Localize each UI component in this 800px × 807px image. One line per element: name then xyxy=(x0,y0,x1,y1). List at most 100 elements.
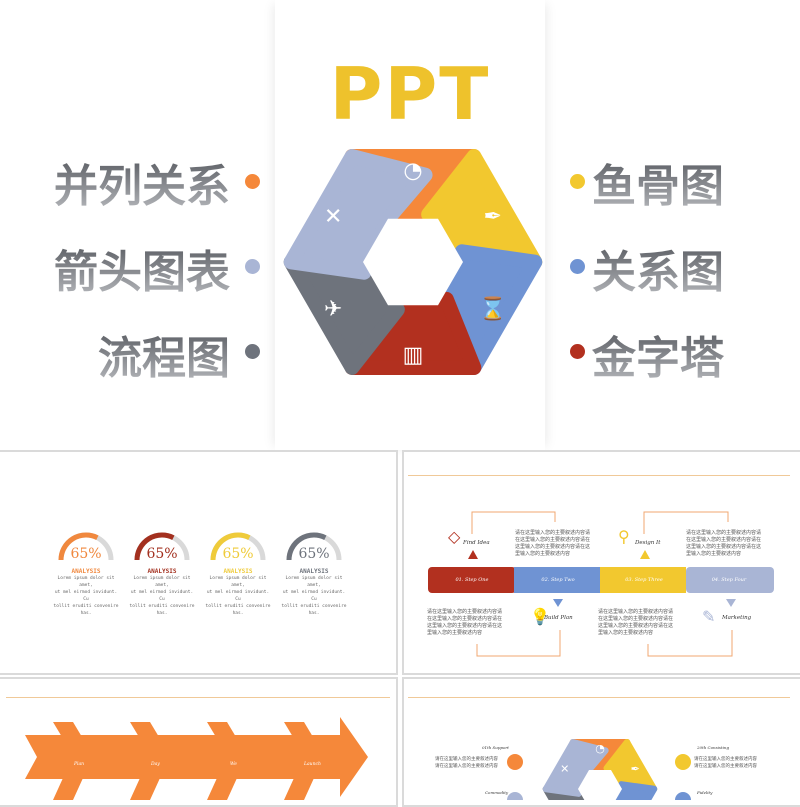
connector-line xyxy=(476,630,561,657)
step-segment xyxy=(428,567,516,593)
gauge-text-line: tollit eruditi convenire has. xyxy=(53,604,119,616)
milestone-title: Find Idea xyxy=(463,540,490,546)
speedometer-icon: ◔ xyxy=(403,159,422,184)
milestone-title: Build Plan xyxy=(544,615,573,621)
label-fishbone: 鱼骨图 xyxy=(592,150,724,214)
fishbone-label: We xyxy=(230,762,237,767)
dot-gray xyxy=(245,344,260,359)
gauge-title: ANALYSIS xyxy=(71,568,101,575)
marker-up xyxy=(640,550,650,559)
gauge-text-line: tollit eruditi convenire has. xyxy=(205,604,271,616)
relation-dot xyxy=(675,754,691,770)
fishbone-diagram xyxy=(25,717,368,800)
fishbone-bone-bottom xyxy=(130,767,165,800)
description-text: 请在这里输入您的主要叙述内容请在这里输入您的主要叙述内容请在这里输入您的主要叙述… xyxy=(515,530,591,557)
step-label: 04. Step Four xyxy=(711,577,747,583)
step-segment xyxy=(600,567,686,593)
pen-nib-icon: ✒ xyxy=(484,205,502,230)
map-icon: ▥ xyxy=(403,343,424,368)
pen-nib-icon: ✒ xyxy=(631,763,640,776)
description-text: 请在这里输入您的主要叙述内容请在这里输入您的主要叙述内容请在这里输入您的主要叙述… xyxy=(427,609,503,636)
dot-orange xyxy=(245,174,260,189)
tools-icon: ✕ xyxy=(324,205,342,230)
relation-text: 请在这里输入您的主要叙述内容 xyxy=(694,757,757,762)
gauge-text-line: Lorem ipsum dolor sit amet, xyxy=(133,576,191,588)
cover-title: PPT xyxy=(329,52,491,136)
fishbone-bone-top xyxy=(284,722,319,747)
label-flowchart: 流程图 xyxy=(98,322,230,386)
connector-line xyxy=(643,511,729,534)
dot-lavender xyxy=(245,259,260,274)
process-diagram: ◇ 💡 ⚲ ✎ xyxy=(428,511,774,657)
description-text: 请在这里输入您的主要叙述内容请在这里输入您的主要叙述内容请在这里输入您的主要叙述… xyxy=(598,609,674,636)
gauge-group xyxy=(58,532,342,561)
marker-up xyxy=(468,550,478,559)
pencil-icon: ✎ xyxy=(702,607,715,626)
label-parallel: 并列关系 xyxy=(54,150,230,214)
gauge-text-line: ut mel eirmod invidunt. Cu xyxy=(130,590,194,602)
relation-item-title: 20th Consisting xyxy=(697,745,729,750)
process-slide xyxy=(402,450,800,675)
gauge-value: 65% xyxy=(222,546,254,562)
hexagon-center xyxy=(363,218,463,306)
tools-icon: ✕ xyxy=(560,763,569,776)
hexagon-cycle-diagram: ◔ ✒ ⌛ ▥ ✈ ✕ xyxy=(283,149,543,375)
gauge-text-line: ut mel eirmod invidunt. Cu xyxy=(54,590,118,602)
dot-red xyxy=(570,344,585,359)
step-segment xyxy=(514,567,600,593)
gauge-description: Lorem ipsum dolor sit amet, ut mel eirmod… xyxy=(51,575,121,617)
fishbone-bone-bottom xyxy=(53,767,88,800)
gauge-text-line: Lorem ipsum dolor sit amet, xyxy=(285,576,343,588)
gauge-description: Lorem ipsum dolor sit amet, ut mel eirmod… xyxy=(127,575,197,617)
divider-line xyxy=(408,697,790,698)
relation-item-title: 01th Support xyxy=(482,745,509,750)
step-label: 03. Step Three xyxy=(625,577,663,583)
step-label: 02. Step Two xyxy=(541,577,575,583)
step-label: 01. Step One xyxy=(455,577,489,583)
relation-item-title: Fidelity xyxy=(697,790,713,795)
diamond-icon: ◇ xyxy=(448,527,461,546)
magnifier-icon: ⚲ xyxy=(618,527,630,546)
connector-line xyxy=(471,511,556,534)
fishbone-bone-bottom xyxy=(207,767,242,800)
speedometer-icon: ◔ xyxy=(595,742,605,755)
fishbone-bone-top xyxy=(130,722,165,747)
fishbone-bone-bottom xyxy=(284,767,319,800)
marker-down xyxy=(726,599,736,607)
fishbone-label: Launch xyxy=(304,762,321,767)
gauge-text-line: ut mel eirmod invidunt. Cu xyxy=(282,590,346,602)
fishbone-bone-top xyxy=(207,722,242,747)
gauge-fill xyxy=(134,532,175,561)
gauge-value: 65% xyxy=(298,546,330,562)
fishbone-label: Day xyxy=(151,762,160,767)
gauge-value: 65% xyxy=(146,546,178,562)
gauge-description: Lorem ipsum dolor sit amet, ut mel eirmod… xyxy=(279,575,349,617)
hexagon-center xyxy=(578,769,622,800)
gauge-fill xyxy=(210,532,251,561)
dot-yellow xyxy=(570,174,585,189)
relation-item-title: Commodity xyxy=(485,790,509,795)
dot-blue xyxy=(570,259,585,274)
relation-dot xyxy=(507,754,523,770)
airplane-icon: ✈ xyxy=(324,297,342,322)
gauge-text-line: Lorem ipsum dolor sit amet, xyxy=(57,576,115,588)
relation-text: 请在这里输入您的主要叙述内容 xyxy=(694,764,757,769)
gauge-slide xyxy=(0,450,398,675)
gauge-fill xyxy=(58,532,99,561)
relation-text: 请在这里输入您的主要叙述内容 xyxy=(435,764,498,769)
gauge-value: 65% xyxy=(70,546,102,562)
gauge-description: Lorem ipsum dolor sit amet,ut mel eirmod… xyxy=(203,575,273,617)
label-arrow-chart: 箭头图表 xyxy=(54,236,230,300)
step-segment xyxy=(686,567,774,593)
divider-line xyxy=(6,697,390,698)
fishbone-label: Plan xyxy=(74,762,85,767)
gauge-text-line: ut mel eirmod invidunt. Cu xyxy=(206,590,270,602)
lightbulb-icon: 💡 xyxy=(530,607,550,626)
fishbone-bone-top xyxy=(53,722,88,747)
hexagon-segment xyxy=(283,149,433,280)
label-relation: 关系图 xyxy=(592,236,724,300)
gauge-text-line: tollit eruditi convenire has. xyxy=(129,604,195,616)
hourglass-icon: ⌛ xyxy=(479,296,506,322)
relation-text: 请在这里输入您的主要叙述内容 xyxy=(435,757,498,762)
gauge-fill xyxy=(286,532,327,561)
